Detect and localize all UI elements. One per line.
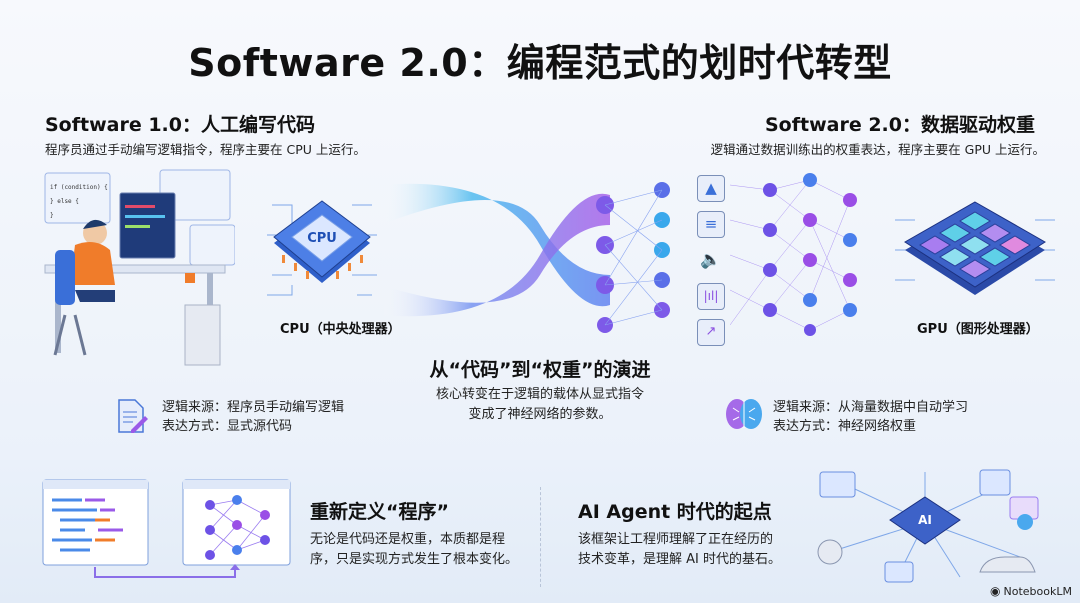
neural-network-diagram [730, 173, 857, 336]
expression-text: 表达方式：显式源代码 [162, 419, 293, 434]
page-title: Software 2.0：编程范式的划时代转型 [188, 41, 892, 85]
document-pen-icon [118, 399, 148, 433]
agent-heading: AI Agent 时代的起点 [578, 501, 772, 523]
evolution-heading: 从“代码”到“权重”的演进 [429, 359, 651, 381]
logic-source-text: 逻辑来源：从海量数据中自动学习 [773, 400, 969, 415]
programmer-illustration: if (condition) { } else { } [44, 169, 235, 366]
code-line: if (condition) { [50, 184, 108, 191]
waveform-icon: |ıl| [697, 283, 725, 310]
notebooklm-logo-icon: ◉ [990, 584, 1001, 598]
text-icon: ≡ [697, 211, 725, 238]
code-line: } else { [50, 198, 79, 205]
audio-icon: 🔈 [700, 250, 722, 270]
logic-source-text: 逻辑来源：程序员手动编写逻辑 [162, 400, 345, 415]
agent-line: 技术变革，是理解 AI 时代的基石。 [578, 552, 781, 567]
cpu-chip-label: CPU [307, 231, 337, 246]
image-icon: ▲ [697, 175, 725, 202]
ai-agent-illustration: AI [817, 469, 1039, 583]
brain-icon [726, 399, 762, 429]
code-to-weights-flow [380, 182, 670, 333]
redefine-line: 序，只是实现方式发生了根本变化。 [310, 552, 519, 567]
ai-chip-label: AI [918, 513, 932, 527]
cpu-chip-icon: CPU [267, 200, 377, 296]
evolution-line: 核心转变在于逻辑的载体从显式指令 [435, 387, 644, 402]
code-to-network-illustration [42, 479, 291, 578]
agent-line: 该框架让工程师理解了正在经历的 [578, 532, 774, 547]
code-line: } [50, 212, 54, 219]
software-2-subtitle: 逻辑通过数据训练出的权重表达，程序主要在 GPU 上运行。 [710, 142, 1045, 157]
software-1-subtitle: 程序员通过手动编写逻辑指令，程序主要在 CPU 上运行。 [45, 142, 366, 157]
redefine-heading: 重新定义“程序” [310, 501, 449, 523]
redefine-line: 无论是代码还是权重，本质都是程 [310, 532, 506, 547]
gpu-label: GPU（图形处理器） [917, 322, 1039, 337]
expression-text: 表达方式：神经网络权重 [773, 419, 917, 434]
software-1-heading: Software 1.0：人工编写代码 [45, 114, 315, 136]
divider [540, 487, 541, 587]
cpu-label: CPU（中央处理器） [280, 322, 401, 337]
brand-label: NotebookLM [1003, 584, 1072, 598]
chart-icon: ↗ [697, 319, 725, 346]
evolution-line: 变成了神经网络的参数。 [468, 407, 612, 422]
software-2-heading: Software 2.0：数据驱动权重 [765, 114, 1035, 136]
gpu-chip-icon [895, 201, 1055, 295]
